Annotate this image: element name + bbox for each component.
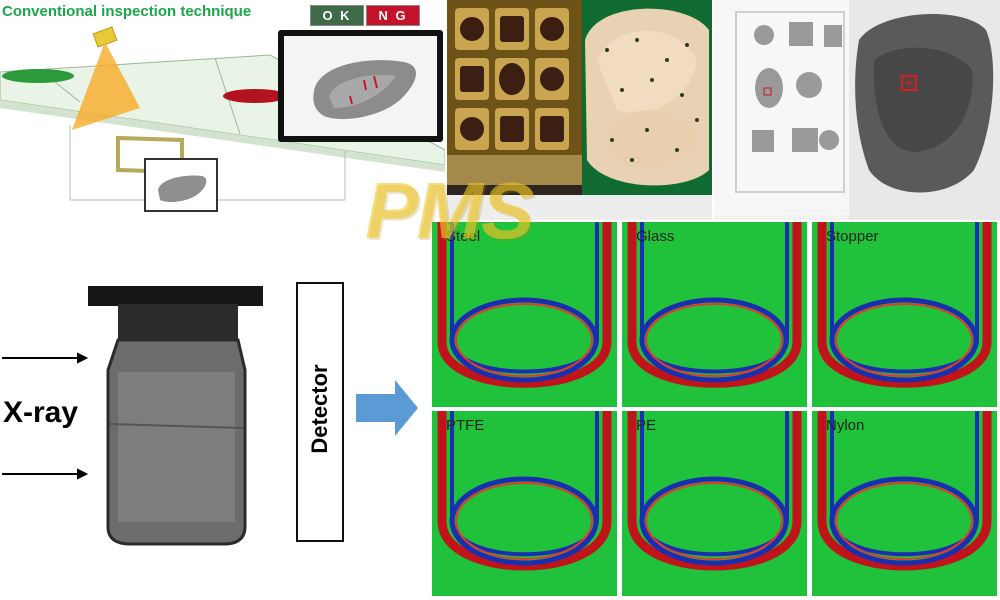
xray-scan-panel	[714, 0, 1000, 220]
heatmap-cell-glass: Glass	[622, 222, 807, 407]
monitor-display	[278, 30, 443, 142]
green-food-item	[2, 69, 74, 83]
small-preview-screen	[144, 158, 218, 212]
vial-diagram-panel	[0, 222, 430, 600]
ng-indicator: N G	[366, 5, 420, 26]
vial-outline	[817, 411, 992, 571]
vial-outline	[645, 303, 783, 377]
cell-label-pe: PE	[636, 417, 657, 434]
vial-outline	[835, 303, 973, 377]
food-photo-panel	[447, 0, 712, 220]
vial-outline	[437, 222, 612, 388]
vial-outline	[829, 297, 979, 383]
cell-label-nylon: Nylon	[826, 417, 865, 434]
vial-outline	[455, 482, 593, 560]
monitor-xray-image	[313, 60, 417, 120]
detector-box: Detector	[296, 282, 344, 542]
vial-outline	[817, 222, 992, 388]
diagram-title: Conventional inspection technique	[2, 3, 252, 20]
vial-outline	[627, 222, 802, 388]
blue-arrow-icon	[356, 380, 418, 436]
vial-outline	[639, 297, 789, 383]
heatmap-cell-pe: PE	[622, 411, 807, 596]
chocolate-chicken-photo	[447, 0, 712, 220]
xray-beam	[72, 42, 140, 130]
vial-outline	[835, 482, 973, 560]
vial-cap	[88, 286, 263, 306]
heatmap-cell-ptfe: PTFE	[432, 411, 617, 596]
heatmap-cell-stopper: Stopper	[812, 222, 997, 407]
monitor-screen	[284, 36, 437, 136]
vial-outline	[645, 482, 783, 560]
conventional-inspection-panel: Conventional inspection technique O K N …	[0, 0, 445, 222]
ok-indicator: O K	[310, 5, 364, 26]
vial-outline	[437, 411, 612, 571]
vial-xray-diagram	[2, 286, 418, 546]
cell-label-glass: Glass	[636, 228, 675, 245]
cell-label-stopper: Stopper	[826, 228, 879, 245]
vial-outline	[449, 297, 599, 383]
cell-label-steel: Steel	[446, 228, 481, 245]
vial-outline	[449, 476, 599, 566]
vial-outline	[627, 411, 802, 571]
vial-outline	[639, 476, 789, 566]
cell-label-ptfe: PTFE	[446, 417, 485, 434]
xray-label: X-ray	[3, 396, 79, 429]
vial-outline	[829, 476, 979, 566]
heatmap-cell-nylon: Nylon	[812, 411, 997, 596]
detector-label: Detector	[307, 364, 332, 454]
pms-watermark: PMS	[365, 166, 534, 255]
xray-scan-image	[714, 0, 1000, 220]
red-food-item	[223, 89, 287, 103]
heatmap-cell-steel: Steel	[432, 222, 617, 407]
xray-source-icon	[92, 26, 118, 48]
vial-outline	[455, 303, 593, 377]
